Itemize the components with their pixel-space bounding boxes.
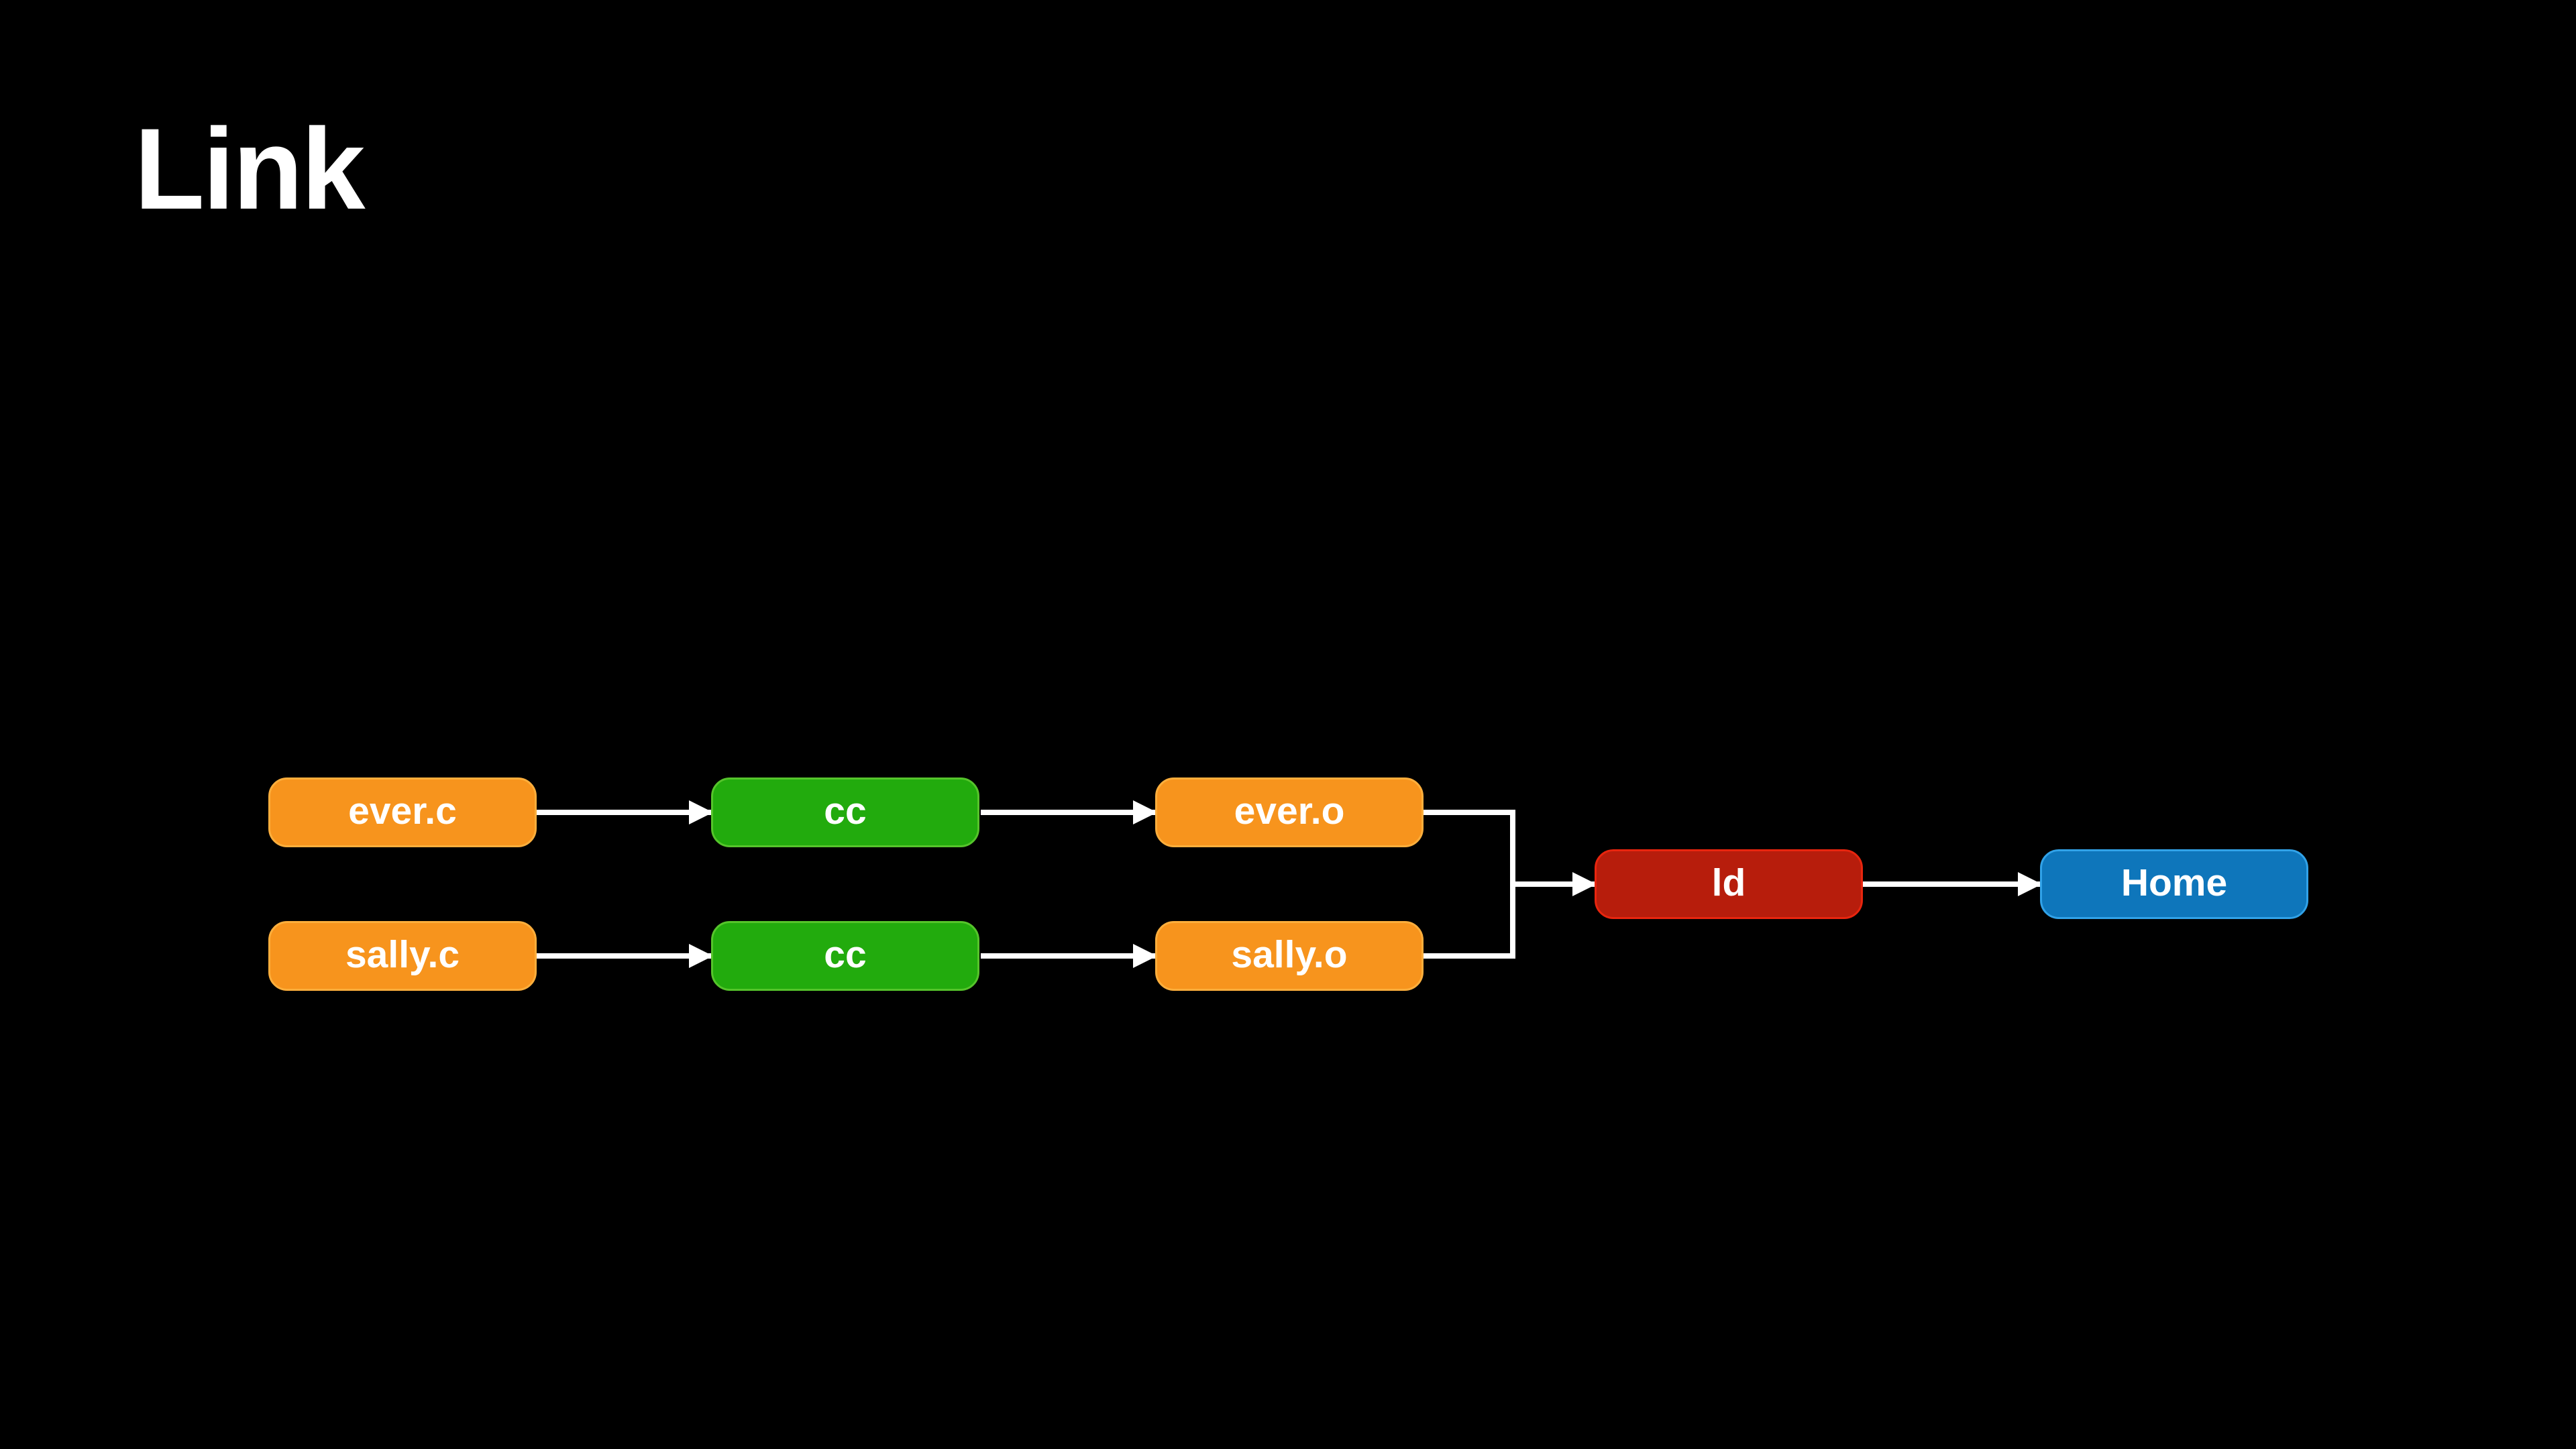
node-label: sally.o xyxy=(1231,932,1348,976)
edge-object-files-merge-bus xyxy=(1424,810,1515,959)
node-label: cc xyxy=(824,789,867,833)
node-ever-c: ever.c xyxy=(268,777,537,847)
slide-title: Link xyxy=(134,105,366,233)
node-label: cc xyxy=(824,932,867,976)
node-sally-o: sally.o xyxy=(1155,921,1424,991)
node-cc-bottom: cc xyxy=(711,921,979,991)
node-ld: ld xyxy=(1595,849,1863,919)
node-label: Home xyxy=(2121,861,2228,904)
node-ever-o: ever.o xyxy=(1155,777,1424,847)
node-home: Home xyxy=(2040,849,2308,919)
node-label: ld xyxy=(1711,861,1746,904)
node-label: sally.c xyxy=(345,932,460,976)
node-cc-top: cc xyxy=(711,777,979,847)
node-sally-c: sally.c xyxy=(268,921,537,991)
node-label: ever.o xyxy=(1234,789,1345,833)
node-label: ever.c xyxy=(348,789,457,833)
